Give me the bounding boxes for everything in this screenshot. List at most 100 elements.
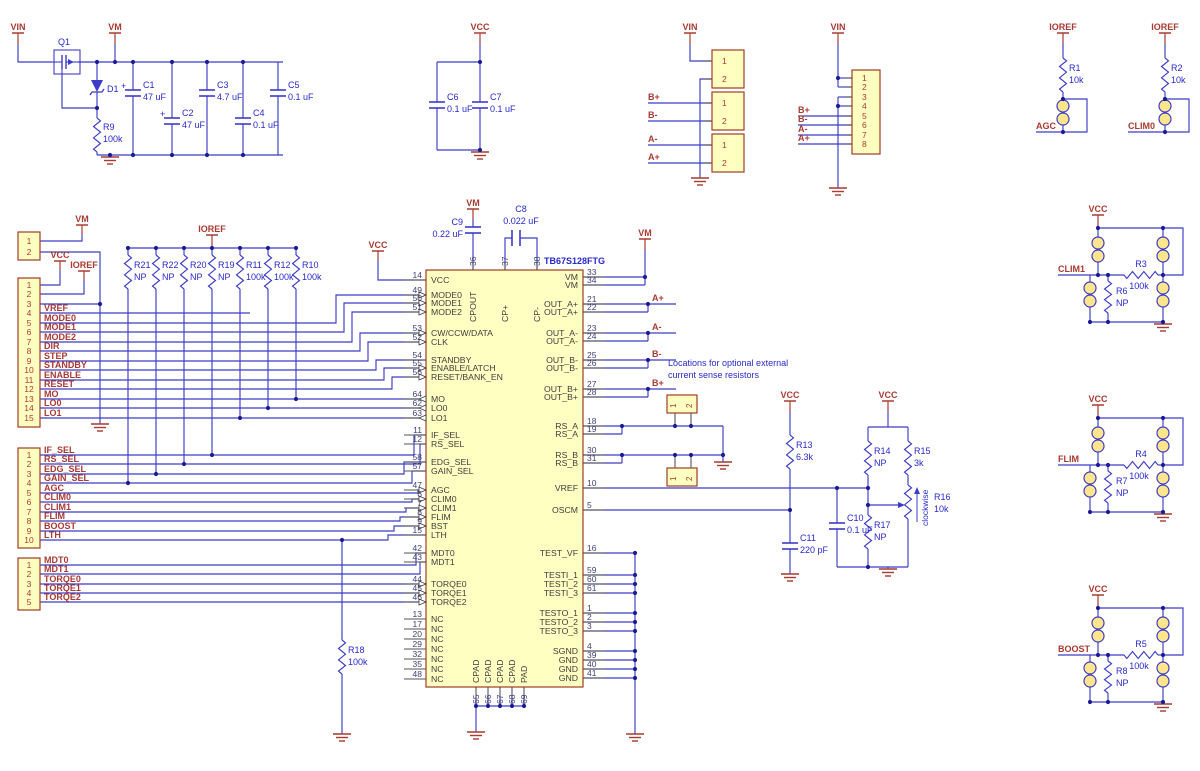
capacitor-C2-value: 47 uF	[182, 120, 206, 130]
pin-input-arrow	[418, 589, 428, 597]
ground-symbol	[91, 423, 109, 432]
junction-dot	[1060, 129, 1066, 135]
pin-input-arrow	[418, 495, 428, 503]
ic-pin-number: 46	[413, 592, 423, 602]
ic-pin-number: 37	[500, 256, 510, 266]
junction-dot	[865, 564, 871, 570]
connector-pin-number: 6	[862, 120, 867, 130]
mosfet-arrow	[68, 59, 74, 65]
ic-pin-name: MODE2	[431, 307, 462, 317]
connector-pin-number: 10	[24, 535, 34, 545]
ic-pin-number: 52	[413, 332, 423, 342]
ic-pin-number: 25	[587, 350, 597, 360]
ic-pin-number: 57	[413, 461, 423, 471]
pin-input-arrow	[418, 373, 428, 381]
junction-dot	[787, 507, 793, 513]
junction-dot	[240, 152, 246, 158]
ic-pin-number: 54	[413, 350, 423, 360]
ic-pin-name: CP+	[500, 305, 510, 322]
net-label-output: A+	[652, 293, 664, 303]
ic-pin-name: CLIM1	[431, 503, 457, 513]
ic-pin-number: 24	[587, 331, 597, 341]
net-label-output: A-	[652, 322, 662, 332]
ic-pin-number: 66	[483, 694, 493, 704]
resistor-R4-value: 100k	[1129, 471, 1149, 481]
junction-dot	[632, 550, 638, 556]
junction-dot	[1160, 699, 1166, 705]
capacitor-C4-ref: C4	[253, 108, 265, 118]
net-label-VM: VM	[638, 228, 652, 238]
ground-symbol	[1154, 323, 1172, 332]
net-label-ENABLE: ENABLE	[44, 370, 81, 380]
wire	[1165, 98, 1190, 133]
ground-symbol	[471, 151, 489, 160]
junction-dot	[169, 152, 175, 158]
solder-jumper-pad	[1083, 281, 1097, 295]
ic-pin-number: 30	[587, 445, 597, 455]
ic-pin-name: NC	[431, 664, 444, 674]
capacitor-C5-ref: C5	[288, 80, 300, 90]
resistor-R7-ref: R7	[1116, 476, 1128, 486]
net-label-LO1: LO1	[44, 408, 62, 418]
ic-pin-number: 56	[413, 367, 423, 377]
capacitor-C9-value: 0.22 uF	[432, 229, 463, 239]
solder-jumper-pad	[1156, 426, 1170, 440]
ic-pin-number: 36	[468, 256, 478, 266]
junction-dot	[521, 703, 527, 709]
pot-wiper-arrow	[898, 502, 905, 508]
net-label-VCC: VCC	[1088, 584, 1108, 594]
ic-pin-name: RESET/BANK_EN	[431, 372, 503, 382]
resistor-R15-ref: R15	[914, 446, 931, 456]
capacitor-C9-ref: C9	[451, 217, 463, 227]
torque-connector	[17, 557, 41, 611]
ic-pin-number: 6	[417, 489, 422, 499]
ic-pin-name: AGC	[431, 485, 450, 495]
ic-pin-number: 61	[587, 583, 597, 593]
solder-jumper-pad	[1156, 629, 1170, 643]
connector-pin-number: 3	[27, 579, 32, 589]
ic-pin-number: 41	[587, 668, 597, 678]
net-label-TORQE1: TORQE1	[44, 583, 81, 593]
power-flag-VM	[76, 224, 88, 234]
ic-pin-name: MODE0	[431, 290, 462, 300]
junction-dot	[94, 105, 100, 111]
ic-pin-number: 58	[413, 452, 423, 462]
resistor-R10-value: 100k	[302, 272, 322, 282]
ic-pin-name: ENABLE/LATCH	[431, 363, 496, 373]
net-label-IOREF: IOREF	[1049, 22, 1077, 32]
net-label-IOREF: IOREF	[1151, 22, 1179, 32]
ic-pin-number: 29	[413, 639, 423, 649]
ic-pin-number: 51	[413, 302, 423, 312]
connector-pin-number: 1	[669, 476, 678, 481]
connector-pin-number: 9	[27, 526, 32, 536]
junction-dot	[237, 415, 243, 421]
ic-pin-name: OUT_B-	[546, 355, 578, 365]
diode-D1-ref: D1	[107, 84, 119, 94]
ic-pin-name: NC	[431, 614, 444, 624]
junction-dot	[1162, 129, 1168, 135]
net-label-VCC: VCC	[878, 390, 898, 400]
net-label-VCC: VCC	[470, 22, 490, 32]
capacitor-C1-value: 47 uF	[143, 92, 167, 102]
net-label-motor: A+	[648, 152, 660, 162]
connector-pin-number: 4	[27, 308, 32, 318]
capacitor-C2-polarity: +	[160, 109, 165, 119]
net-label-DIR: DIR	[44, 341, 60, 351]
ic-pin-number: 18	[587, 416, 597, 426]
net-label-TORQE0: TORQE0	[44, 574, 81, 584]
connector-pin-number: 8	[27, 346, 32, 356]
ic-pin-number: 31	[587, 453, 597, 463]
ic-pin-number: 45	[413, 583, 423, 593]
resistor-body	[151, 254, 161, 290]
ic-pin-name: OUT_A+	[544, 299, 578, 309]
junction-dot	[509, 703, 515, 709]
connector-pin-number: 2	[685, 403, 694, 408]
ic-pin-number: 64	[413, 389, 423, 399]
ground-symbol	[781, 573, 799, 582]
ic-pin-name: TESTO_3	[540, 626, 579, 636]
net-label-RS_SEL: RS_SEL	[44, 454, 80, 464]
ic-pin-number: 21	[587, 294, 597, 304]
ic-pin-number: 17	[413, 619, 423, 629]
ic-title: TB67S128FTG	[544, 256, 605, 266]
